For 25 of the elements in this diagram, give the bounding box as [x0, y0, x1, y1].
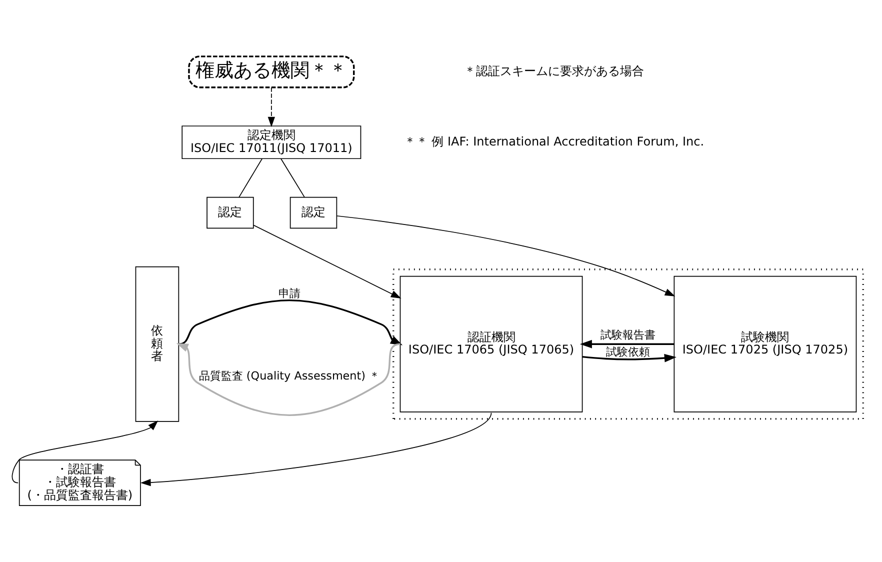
- node-box: 認定機関 ISO/IEC 17011(JISQ 17011): [182, 126, 362, 160]
- edge-label: 試験依頼: [606, 346, 650, 359]
- connector: [280, 158, 305, 198]
- node-box: 権威ある機関＊＊: [188, 56, 355, 88]
- connector: [238, 158, 262, 198]
- arrow: [268, 87, 276, 128]
- arrow: [12, 420, 158, 484]
- arrow: [336, 215, 676, 296]
- node-box: 依頼者: [135, 266, 180, 422]
- arrow: [176, 343, 400, 416]
- node-box: 認証機関 ISO/IEC 17065 (JISQ 17065): [400, 276, 583, 412]
- edge-label: 申請: [278, 287, 300, 300]
- arrow: [140, 412, 492, 486]
- arrow: [253, 224, 402, 299]
- edge-label: 試験報告書: [600, 328, 656, 342]
- arrow: [582, 354, 676, 362]
- node-box: 認定: [290, 196, 338, 229]
- label: ＊認証スキームに要求がある場合: [464, 64, 644, 78]
- node-box: 試験機関 ISO/IEC 17025 (JISQ 17025): [674, 276, 857, 412]
- cluster: [392, 268, 864, 420]
- arrow: [580, 340, 674, 348]
- label: ＊＊ 例 IAF: International Accreditation Forum, Inc.: [404, 134, 704, 148]
- node-box: 認定: [206, 196, 254, 229]
- edge-label: 品質監査 (Quality Assessment) ＊: [198, 370, 380, 383]
- arrow: [178, 299, 403, 346]
